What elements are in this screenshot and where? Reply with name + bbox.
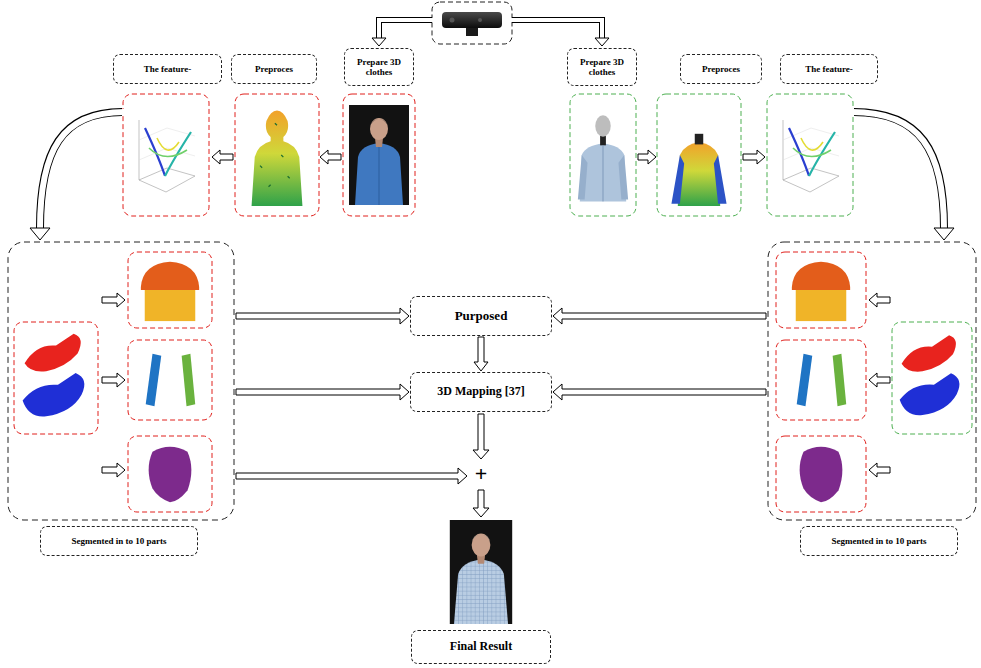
segmented-arms bbox=[797, 354, 847, 406]
hollow-arrow bbox=[236, 384, 409, 400]
step-label: The feature- bbox=[780, 54, 878, 84]
image-frame bbox=[128, 436, 212, 512]
image-frame bbox=[776, 340, 866, 420]
segmented-head bbox=[800, 447, 843, 502]
hollow-arrow bbox=[102, 373, 125, 387]
segmented-body bbox=[900, 335, 960, 415]
box-text: Preproces bbox=[702, 64, 740, 74]
image-frame bbox=[892, 322, 972, 434]
hollow-arrow bbox=[743, 150, 765, 164]
step-label: Prepare 3D clothes bbox=[567, 48, 637, 86]
image-frame bbox=[570, 94, 636, 216]
image-frame bbox=[776, 436, 866, 512]
arrow-head bbox=[595, 38, 609, 46]
preprocessed-scan bbox=[667, 102, 731, 208]
kinect-stand bbox=[466, 28, 478, 36]
hollow-arrow bbox=[379, 20, 434, 39]
image-frame bbox=[235, 94, 319, 216]
segmented-body bbox=[23, 334, 85, 417]
segmented-head bbox=[149, 447, 192, 502]
arrow-head bbox=[934, 228, 954, 240]
region-frame bbox=[768, 242, 976, 520]
image-frame bbox=[343, 94, 415, 216]
arrow-head bbox=[30, 228, 50, 240]
image-frame bbox=[657, 94, 741, 216]
final-photo bbox=[450, 520, 512, 624]
box-text: Prepare 3D clothes bbox=[350, 57, 408, 78]
operator-symbol: + bbox=[469, 463, 493, 485]
caption-box: Segmented in to 10 parts bbox=[800, 526, 958, 556]
kinect-lens bbox=[478, 18, 482, 22]
image-frame bbox=[776, 252, 866, 328]
hollow-arrow bbox=[379, 20, 432, 38]
hollow-arrow bbox=[102, 293, 125, 307]
hollow-arrow bbox=[553, 384, 766, 400]
box-text: Segmented in to 10 parts bbox=[72, 536, 167, 546]
hollow-arrow bbox=[320, 150, 341, 164]
hollow-arrow bbox=[512, 20, 602, 38]
box-text: Purposed bbox=[455, 309, 508, 324]
kinect-body bbox=[442, 12, 502, 28]
hollow-arrow bbox=[553, 308, 766, 324]
segmented-torso bbox=[792, 262, 850, 321]
kinect-lens bbox=[450, 18, 455, 23]
step-label: The feature- bbox=[113, 54, 222, 84]
hollow-arrow bbox=[212, 150, 233, 164]
segmented-torso bbox=[141, 262, 199, 321]
region-frame bbox=[8, 242, 234, 520]
hollow-arrow bbox=[869, 373, 890, 387]
box-text: Final Result bbox=[450, 640, 512, 654]
result-box: Final Result bbox=[411, 630, 551, 664]
box-text: The feature- bbox=[805, 64, 853, 74]
person-photo bbox=[349, 105, 409, 205]
image-frame bbox=[14, 322, 98, 434]
image-frame bbox=[123, 94, 209, 216]
box-text: Prepare 3D clothes bbox=[573, 57, 631, 78]
image-frame bbox=[128, 252, 212, 328]
image-frame bbox=[767, 94, 853, 216]
hollow-arrow bbox=[869, 293, 890, 307]
step-label: Preproces bbox=[680, 54, 762, 84]
hollow-arrow bbox=[40, 112, 124, 229]
mannequin-photo bbox=[574, 107, 632, 204]
sensor-frame bbox=[432, 2, 512, 44]
hollow-arrow bbox=[852, 112, 944, 229]
process-box: Purposed bbox=[410, 296, 552, 336]
hollow-arrow bbox=[869, 463, 890, 477]
box-text: Segmented in to 10 parts bbox=[832, 536, 927, 546]
feature-plot bbox=[131, 110, 201, 200]
preprocessed-scan bbox=[245, 102, 309, 208]
step-label: Preproces bbox=[231, 54, 317, 84]
caption-box: Segmented in to 10 parts bbox=[40, 526, 198, 556]
hollow-connector bbox=[474, 337, 488, 371]
hollow-arrow bbox=[236, 308, 409, 324]
hollow-arrow bbox=[510, 20, 602, 39]
feature-plot bbox=[775, 110, 845, 200]
hollow-arrow bbox=[473, 414, 489, 459]
box-text: Preproces bbox=[255, 64, 293, 74]
hollow-arrow bbox=[638, 150, 656, 164]
step-label: Prepare 3D clothes bbox=[344, 48, 414, 86]
box-text: The feature- bbox=[144, 64, 192, 74]
hollow-arrow bbox=[854, 112, 944, 228]
hollow-arrow bbox=[473, 490, 489, 517]
process-box: 3D Mapping [37] bbox=[410, 372, 552, 412]
hollow-arrow bbox=[102, 463, 125, 477]
box-text: 3D Mapping [37] bbox=[437, 385, 524, 399]
arrow-head bbox=[372, 38, 386, 46]
hollow-arrow bbox=[236, 468, 467, 484]
image-frame bbox=[128, 340, 212, 420]
hollow-arrow bbox=[40, 112, 122, 228]
segmented-arms bbox=[146, 354, 196, 406]
